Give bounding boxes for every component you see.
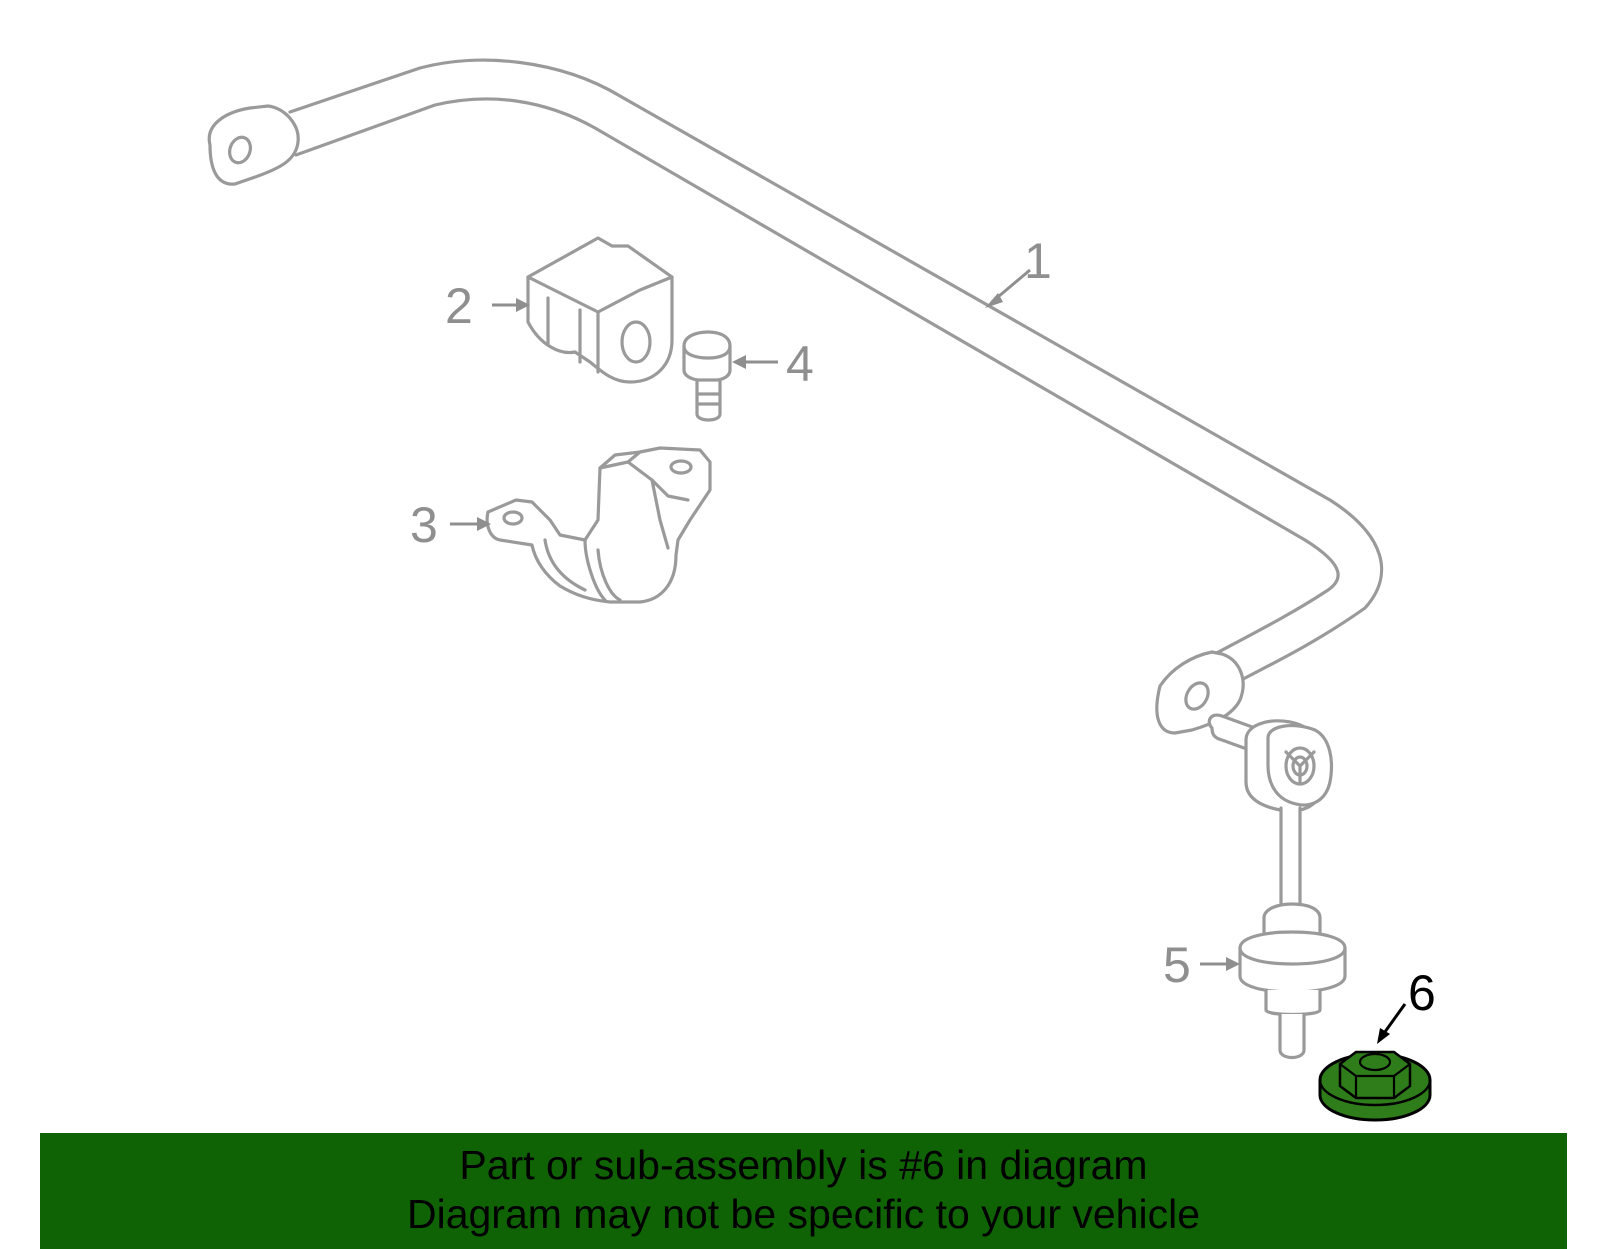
banner-line-part: Part or sub-assembly is #6 in diagram (459, 1142, 1148, 1188)
stabilizer-link[interactable] (1207, 713, 1347, 1060)
bracket[interactable] (485, 446, 712, 604)
callout-5-label: 5 (1163, 937, 1191, 993)
callout-2-label: 2 (445, 278, 473, 334)
stabilizer-bar[interactable] (207, 58, 1384, 735)
callout-1-label: 1 (1024, 233, 1052, 289)
callout-4-label: 4 (786, 336, 814, 392)
callout-6: 6 (1377, 965, 1436, 1044)
callout-4: 4 (732, 336, 814, 392)
callout-2: 2 (445, 278, 530, 334)
flange-nut[interactable] (1318, 1050, 1432, 1122)
info-banner: Part or sub-assembly is #6 in diagram Di… (40, 1133, 1567, 1249)
callout-1: 1 (985, 233, 1052, 308)
bushing[interactable] (526, 236, 674, 384)
bolt[interactable] (682, 330, 732, 422)
callout-3-label: 3 (410, 497, 438, 553)
callout-5: 5 (1163, 937, 1240, 993)
callout-6-label: 6 (1408, 965, 1436, 1021)
banner-line-disclaimer: Diagram may not be specific to your vehi… (406, 1191, 1200, 1237)
callout-3: 3 (410, 497, 491, 553)
